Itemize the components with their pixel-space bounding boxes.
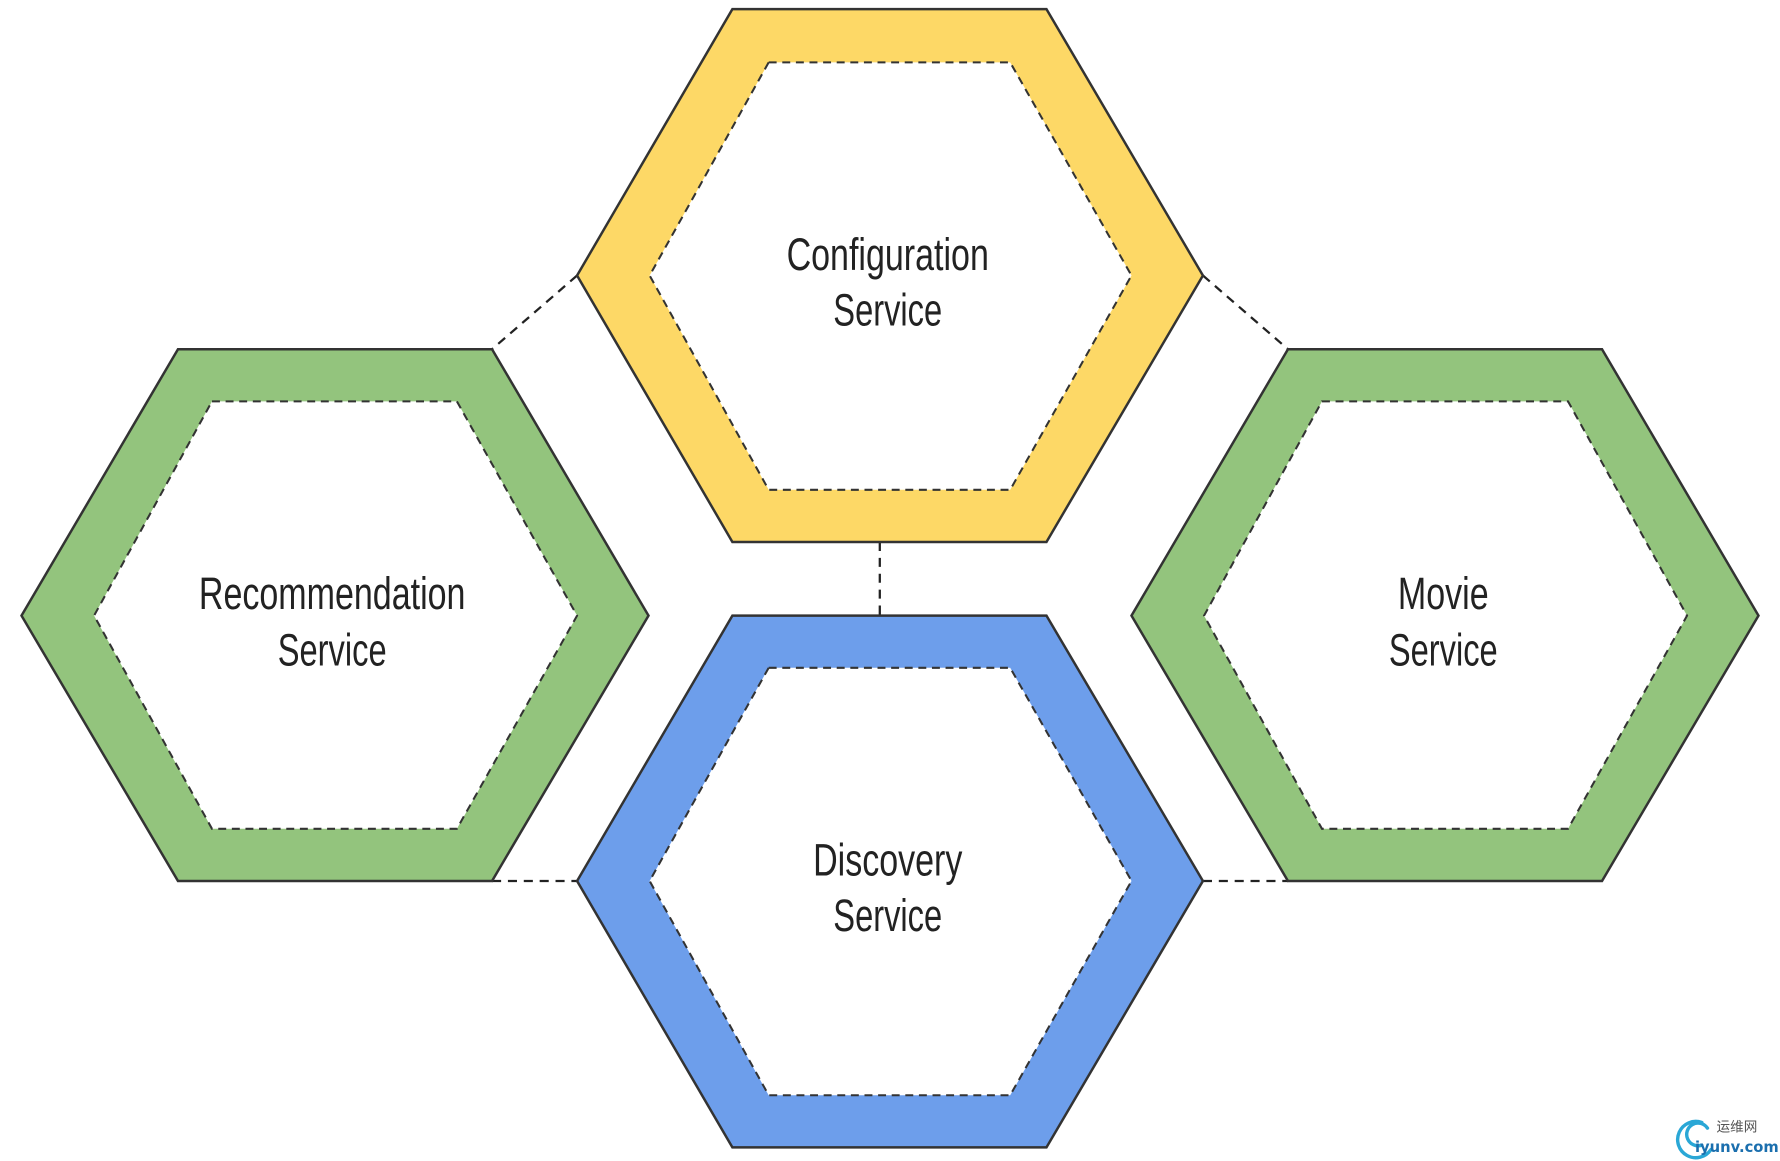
watermark-logo-icon	[1675, 1119, 1713, 1160]
movie-service-label-line-2: Service	[1389, 625, 1498, 675]
configuration-service-node: Configuration Service	[575, 7, 1205, 544]
connector-configuration-movie	[1202, 274, 1289, 351]
recommendation-service-label-line-2: Service	[278, 625, 387, 675]
movie-service-label-line-1: Movie	[1398, 569, 1489, 619]
connector-configuration-recommendation	[491, 274, 578, 351]
discovery-service-node: Discovery Service	[575, 614, 1205, 1149]
recommendation-service-core	[92, 400, 579, 830]
discovery-service-label-line-2: Service	[833, 891, 942, 941]
watermark-brand-text: 运维网	[1717, 1120, 1758, 1136]
configuration-service-label-line-2: Service	[833, 285, 942, 335]
configuration-service-core	[648, 61, 1133, 491]
watermark-site-text: iyunv.com	[1695, 1139, 1779, 1156]
discovery-service-label-line-1: Discovery	[813, 836, 962, 886]
watermark: 运维网 iyunv.com	[1675, 1119, 1779, 1160]
movie-service-node: Movie Service	[1130, 347, 1760, 883]
discovery-service-core	[648, 666, 1133, 1097]
recommendation-service-label-line-1: Recommendation	[199, 569, 466, 619]
recommendation-service-node: Recommendation Service	[20, 347, 650, 883]
movie-service-core	[1202, 400, 1689, 830]
configuration-service-label-line-1: Configuration	[787, 230, 989, 280]
connectors	[491, 274, 1289, 883]
